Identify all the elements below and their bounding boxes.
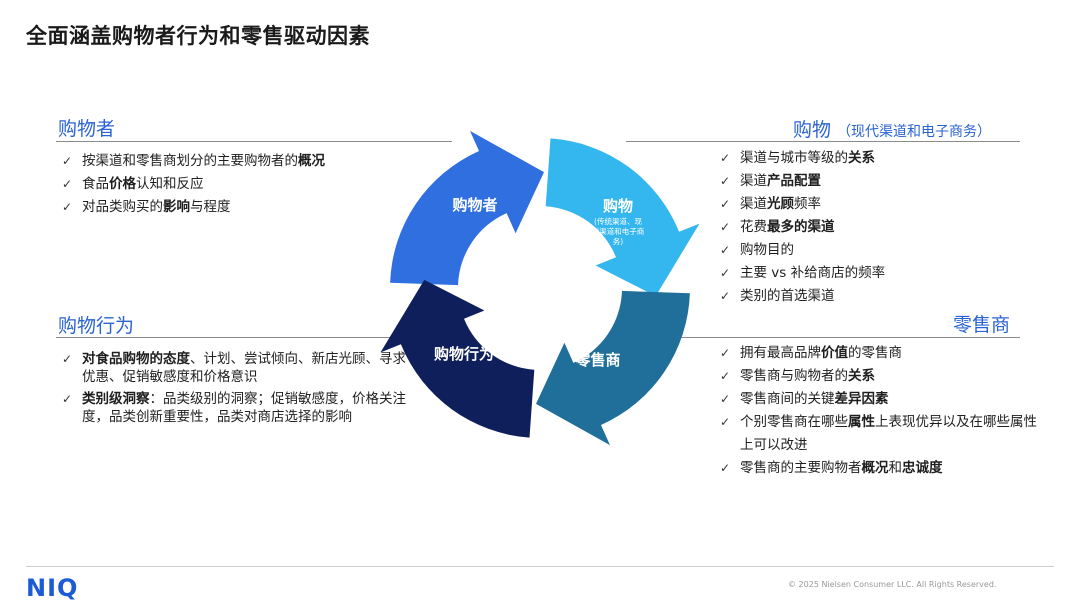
retailer-item-text: 价值 bbox=[821, 345, 848, 361]
shopper-item-text: 价格 bbox=[109, 176, 136, 192]
shopping-arrow-label: 购物 bbox=[603, 197, 633, 215]
shopper-item-text: 按渠道和零售商划分的主要购物者的 bbox=[82, 153, 298, 169]
retailer-item-text: 拥有最高品牌 bbox=[740, 345, 821, 361]
retailer-item-text: 上表现优异以及在哪些属性上可以改进 bbox=[740, 414, 1037, 453]
behavior-arrow-label: 购物行为 bbox=[434, 345, 494, 363]
retailer-item-text: 差异因素 bbox=[834, 391, 889, 407]
shopping-item-text: 购物目的 bbox=[740, 242, 794, 258]
shopper-item-text: 与程度 bbox=[190, 199, 231, 215]
behavior-item-text: 、计划、尝试倾向、新店光顾、寻求优惠、促销敏感度和价格意识 bbox=[82, 351, 406, 385]
shopping-item: 主要 vs 补给商店的频率 bbox=[718, 262, 1038, 285]
shopper-item-text: 认知和反应 bbox=[136, 176, 204, 192]
retailer-item: 零售商与购物者的关系 bbox=[718, 365, 1038, 388]
shopping-item-text: 光顾 bbox=[767, 196, 794, 212]
shopping-item-text: 渠道 bbox=[740, 196, 767, 212]
shopping-divider bbox=[626, 141, 1020, 142]
shopper-arrow-label: 购物者 bbox=[452, 196, 497, 214]
behavior-arrow bbox=[380, 279, 535, 438]
shopper-item-text: 影响 bbox=[163, 199, 190, 215]
retailer-heading: 零售商 bbox=[953, 314, 1011, 336]
retailer-item-text: 概况 bbox=[861, 460, 889, 476]
retailer-item-text: 和 bbox=[888, 460, 903, 476]
shopping-item-text: 产品配置 bbox=[767, 173, 821, 189]
shopping-item-text: 类别的首选渠道 bbox=[740, 288, 835, 304]
footer-divider bbox=[26, 566, 1054, 567]
shopping-item: 渠道与城市等级的关系 bbox=[718, 147, 1038, 170]
retailer-item-text: 忠诚度 bbox=[902, 460, 943, 476]
shopping-item-text: 关系 bbox=[848, 150, 875, 166]
behavior-item-text: 对食品购物的态度 bbox=[82, 351, 190, 367]
shopper-list: 按渠道和零售商划分的主要购物者的概况食品价格认知和反应对品类购买的影响与程度 bbox=[60, 150, 450, 219]
shopping-heading: 购物 （现代渠道和电子商务） bbox=[793, 115, 991, 142]
shopping-heading-text: 购物 bbox=[793, 119, 832, 141]
shopper-divider bbox=[56, 141, 452, 142]
shopper-item: 按渠道和零售商划分的主要购物者的概况 bbox=[60, 150, 450, 173]
shopper-arrow bbox=[390, 130, 544, 286]
shopping-item: 购物目的 bbox=[718, 239, 1038, 262]
retailer-item-text: 个别零售商在哪些 bbox=[740, 414, 848, 430]
behavior-heading: 购物行为 bbox=[58, 315, 135, 337]
shopper-item: 对品类购买的影响与程度 bbox=[60, 196, 450, 219]
retailer-item-text: 零售商与购物者的 bbox=[740, 368, 848, 384]
retailer-divider bbox=[680, 337, 1020, 338]
retailer-arrow bbox=[536, 290, 690, 446]
retailer-item-text: 的零售商 bbox=[848, 345, 902, 361]
retailer-item-text: 属性 bbox=[848, 414, 875, 430]
page-title: 全面涵盖购物者行为和零售驱动因素 bbox=[26, 24, 370, 48]
retailer-item: 拥有最高品牌价值的零售商 bbox=[718, 342, 1038, 365]
shopper-item-text: 概况 bbox=[298, 153, 325, 169]
shopping-item-text: 花费 bbox=[740, 219, 767, 235]
cycle-svg: 购物者 购物 (传统渠道、现 代渠道和电子商 务) 零售商 购物行为 bbox=[380, 130, 700, 446]
shopping-arrow bbox=[545, 138, 700, 297]
behavior-item: 类别级洞察：品类级别的洞察；促销敏感度，价格关注度，品类创新重要性，品类对商店选… bbox=[60, 390, 412, 426]
behavior-list: 对食品购物的态度、计划、尝试倾向、新店光顾、寻求优惠、促销敏感度和价格意识类别级… bbox=[60, 350, 412, 430]
behavior-item: 对食品购物的态度、计划、尝试倾向、新店光顾、寻求优惠、促销敏感度和价格意识 bbox=[60, 350, 412, 386]
retailer-item: 零售商的主要购物者概况和忠诚度 bbox=[718, 457, 1038, 480]
retailer-item: 个别零售商在哪些属性上表现优异以及在哪些属性上可以改进 bbox=[718, 411, 1038, 457]
shopping-item-text: 主要 vs 补给商店的频率 bbox=[740, 265, 886, 281]
shopping-item-text: 频率 bbox=[794, 196, 821, 212]
shopper-item: 食品价格认知和反应 bbox=[60, 173, 450, 196]
shopping-arrow-sub-3: 务) bbox=[613, 236, 623, 246]
cycle-diagram: 购物者 购物 (传统渠道、现 代渠道和电子商 务) 零售商 购物行为 bbox=[370, 118, 710, 458]
shopper-item-text: 对品类购买的 bbox=[82, 199, 163, 215]
shopping-item: 花费最多的渠道 bbox=[718, 216, 1038, 239]
copyright-text: © 2025 Nielsen Consumer LLC. All Rights … bbox=[788, 580, 997, 589]
retailer-list: 拥有最高品牌价值的零售商零售商与购物者的关系零售商间的关键差异因素个别零售商在哪… bbox=[718, 342, 1038, 480]
shopping-item: 渠道产品配置 bbox=[718, 170, 1038, 193]
retailer-item-text: 零售商间的关键 bbox=[740, 391, 835, 407]
shopping-item: 类别的首选渠道 bbox=[718, 285, 1038, 308]
niq-logo: NIQ bbox=[26, 574, 79, 602]
behavior-divider bbox=[56, 337, 452, 338]
shopping-item: 渠道光顾频率 bbox=[718, 193, 1038, 216]
shopper-heading: 购物者 bbox=[58, 118, 116, 140]
retailer-item-text: 关系 bbox=[848, 368, 875, 384]
behavior-item-text: ：品类级别的洞察；促销敏感度，价格关注度，品类创新重要性，品类对商店选择的影响 bbox=[82, 391, 406, 425]
retailer-item-text: 零售商的主要购物者 bbox=[740, 460, 862, 476]
retailer-arrow-label: 零售商 bbox=[574, 351, 620, 369]
shopping-item-text: 渠道与城市等级的 bbox=[740, 150, 848, 166]
shopping-arrow-sub-1: (传统渠道、现 bbox=[594, 216, 642, 226]
shopper-item-text: 食品 bbox=[82, 176, 109, 192]
behavior-item-text: 类别级洞察 bbox=[82, 391, 150, 407]
shopping-heading-sub: （现代渠道和电子商务） bbox=[837, 124, 992, 140]
shopping-list: 渠道与城市等级的关系渠道产品配置渠道光顾频率花费最多的渠道购物目的主要 vs 补… bbox=[718, 147, 1038, 308]
retailer-item: 零售商间的关键差异因素 bbox=[718, 388, 1038, 411]
shopping-arrow-sub-2: 代渠道和电子商 bbox=[592, 226, 645, 236]
shopping-item-text: 渠道 bbox=[740, 173, 767, 189]
shopping-item-text: 最多的渠道 bbox=[767, 219, 835, 235]
